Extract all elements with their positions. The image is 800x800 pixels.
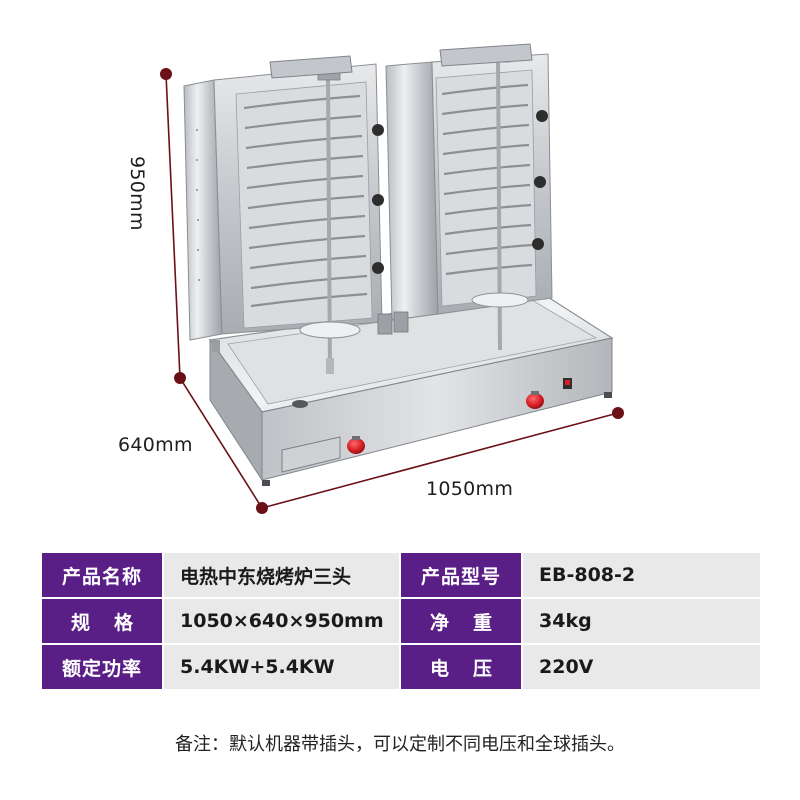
spec-value-model: EB-808-2 [521,551,762,599]
product-illustration [160,43,624,514]
spec-label-power: 额定功率 [40,643,164,691]
spec-label-model: 产品型号 [399,551,523,599]
left-heating-unit [183,55,384,375]
depth-dimension-label: 640mm [118,434,193,456]
footnote: 备注：默认机器带插头，可以定制不同电压和全球插头。 [175,734,625,755]
power-switch-icon [563,378,572,389]
spec-value-size: 1050×640×950mm [162,597,401,645]
spec-value-power: 5.4KW+5.4KW [162,643,401,691]
height-dimension-label: 950mm [126,156,148,231]
spec-label-size: 规格 [40,597,164,645]
width-dimension-label: 1050mm [426,478,514,500]
control-knob-icon [347,391,544,454]
spec-label-voltage: 电压 [399,643,523,691]
spec-table: 产品名称 电热中东烧烤炉三头 产品型号 EB-808-2 规格 1050×640… [40,551,762,691]
spec-value-weight: 34kg [521,597,762,645]
dimension-marker-icon [160,68,624,514]
spec-value-voltage: 220V [521,643,762,691]
spec-row: 规格 1050×640×950mm 净重 34kg [40,597,762,645]
spec-row: 额定功率 5.4KW+5.4KW 电压 220V [40,643,762,691]
dimension-lines [165,73,619,509]
spec-row: 产品名称 电热中东烧烤炉三头 产品型号 EB-808-2 [40,551,762,599]
spec-label-product-name: 产品名称 [40,551,164,599]
spec-label-weight: 净重 [399,597,523,645]
spec-value-product-name: 电热中东烧烤炉三头 [162,551,401,599]
right-heating-unit [377,43,553,351]
